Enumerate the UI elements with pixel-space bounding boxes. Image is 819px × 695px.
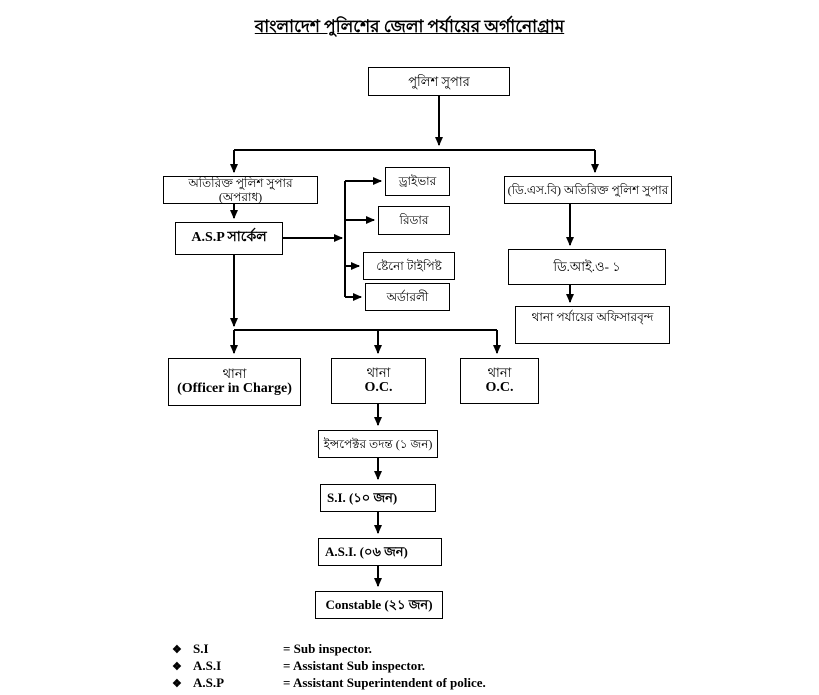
node-label: A.S.P সার্কেল bbox=[191, 230, 267, 246]
node-steno-typist: ষ্টেনো টাইপিষ্ট bbox=[363, 252, 455, 280]
node-assistant-sub-inspector: A.S.I. (০৬ জন) bbox=[318, 538, 442, 566]
node-police-super: পুলিশ সুপার bbox=[368, 67, 510, 96]
node-additional-sp-crime: অতিরিক্ত পুলিশ সুপার (অপরাধ) bbox=[163, 176, 318, 204]
node-dsb-additional-sp: (ডি.এস.বি) অতিরিক্ত পুলিশ সুপার bbox=[504, 176, 672, 204]
node-label-line2: O.C. bbox=[364, 380, 393, 396]
diamond-bullet-icon: ❖ bbox=[172, 661, 182, 673]
node-inspector-investigation: ইন্সপেক্টর তদন্ত (১ জন) bbox=[318, 430, 438, 458]
diamond-bullet-icon: ❖ bbox=[172, 678, 182, 690]
node-thana-oc-right: থানা O.C. bbox=[460, 358, 539, 404]
node-label: থানা পর্যায়ের অফিসারবৃন্দ bbox=[531, 310, 654, 324]
node-label: ড্রাইভার bbox=[398, 174, 437, 189]
node-label: অর্ডারলী bbox=[386, 289, 429, 304]
node-orderly: অর্ডারলী bbox=[365, 283, 450, 311]
node-label-line2: (Officer in Charge) bbox=[177, 381, 292, 397]
node-label: ইন্সপেক্টর তদন্ত (১ জন) bbox=[323, 436, 433, 451]
node-label: S.I. (১০ জন) bbox=[327, 490, 398, 506]
node-dio-1: ডি.আই.ও- ১ bbox=[508, 249, 666, 285]
legend-item: ❖ S.I = Sub inspector. bbox=[172, 641, 486, 658]
legend-item: ❖ A.S.P = Assistant Superintendent of po… bbox=[172, 675, 486, 692]
legend-definition: = Sub inspector. bbox=[283, 641, 372, 656]
node-label: A.S.I. (০৬ জন) bbox=[325, 544, 408, 560]
legend-item: ❖ A.S.I = Assistant Sub inspector. bbox=[172, 658, 486, 675]
node-label: (ডি.এস.বি) অতিরিক্ত পুলিশ সুপার bbox=[507, 182, 669, 197]
node-label-line1: থানা bbox=[366, 364, 391, 380]
node-reader: রিডার bbox=[378, 206, 450, 235]
node-sub-inspector: S.I. (১০ জন) bbox=[320, 484, 436, 512]
node-asp-circle: A.S.P সার্কেল bbox=[175, 222, 283, 255]
node-label: রিডার bbox=[399, 213, 429, 228]
diamond-bullet-icon: ❖ bbox=[172, 644, 182, 656]
node-label: ষ্টেনো টাইপিষ্ট bbox=[376, 258, 442, 273]
node-thana-level-officers: থানা পর্যায়ের অফিসারবৃন্দ bbox=[515, 306, 670, 344]
page-title: বাংলাদেশ পুলিশের জেলা পর্যায়ের অর্গানোগ… bbox=[254, 17, 565, 36]
node-thana-oc-middle: থানা O.C. bbox=[331, 358, 426, 404]
node-driver: ড্রাইভার bbox=[385, 167, 450, 196]
legend-term: S.I bbox=[193, 641, 209, 656]
node-label: ডি.আই.ও- ১ bbox=[553, 259, 621, 275]
node-constable: Constable (২১ জন) bbox=[315, 591, 443, 619]
node-label-line1: থানা bbox=[222, 365, 247, 381]
node-label: Constable (২১ জন) bbox=[325, 597, 433, 613]
legend-term: A.S.P bbox=[193, 675, 225, 690]
node-label: পুলিশ সুপার bbox=[408, 73, 470, 89]
node-label: অতিরিক্ত পুলিশ সুপার (অপরাধ) bbox=[188, 175, 293, 204]
legend-definition: = Assistant Superintendent of police. bbox=[283, 675, 486, 690]
legend: ❖ S.I = Sub inspector. ❖ A.S.I = Assista… bbox=[172, 641, 486, 692]
legend-definition: = Assistant Sub inspector. bbox=[283, 658, 426, 673]
node-label-line1: থানা bbox=[487, 364, 512, 380]
legend-term: A.S.I bbox=[193, 658, 222, 673]
node-thana-officer-in-charge: থানা (Officer in Charge) bbox=[168, 358, 301, 406]
node-label-line2: O.C. bbox=[485, 380, 514, 396]
